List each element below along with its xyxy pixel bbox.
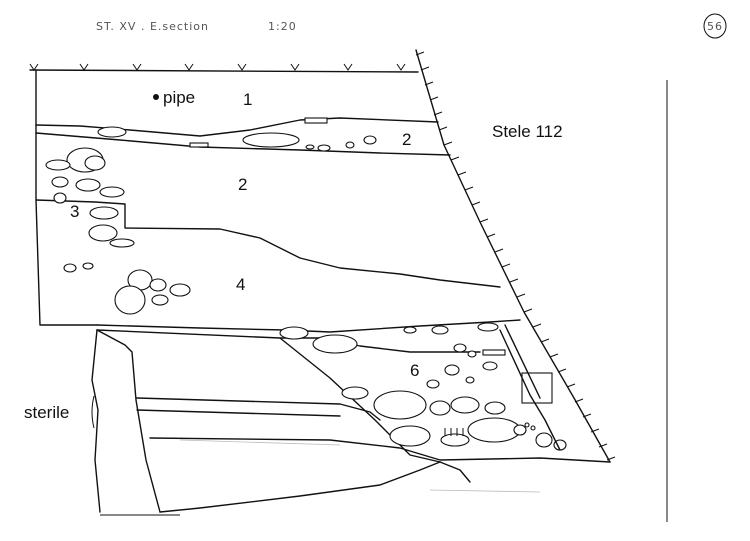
page-number: 56 (707, 20, 723, 33)
page-number-badge: 56 (703, 13, 727, 39)
layer-1-label: 1 (243, 90, 252, 109)
layer-3-label: 3 (70, 202, 79, 221)
sterile-column (91, 329, 180, 516)
layer-6-label: 6 (410, 361, 419, 380)
sterile-label: sterile (24, 403, 69, 422)
stones (45, 117, 567, 451)
layer-2-upper-label: 2 (402, 130, 411, 149)
section-title: ST. XV . E.section (96, 20, 209, 33)
pipe-label: pipe (163, 88, 195, 107)
trench-wall (415, 49, 616, 463)
ground-surface (29, 63, 419, 73)
sterile-brace (91, 395, 95, 429)
stele-label: Stele 112 (492, 122, 563, 141)
pipe-marker-dot (153, 94, 159, 100)
layer-boundaries (35, 117, 611, 513)
layer-2-label: 2 (238, 175, 247, 194)
faint-pencil-marks (179, 439, 541, 493)
left-edge (35, 69, 98, 326)
layer-4-label: 4 (236, 275, 245, 294)
section-scale: 1:20 (268, 20, 297, 33)
